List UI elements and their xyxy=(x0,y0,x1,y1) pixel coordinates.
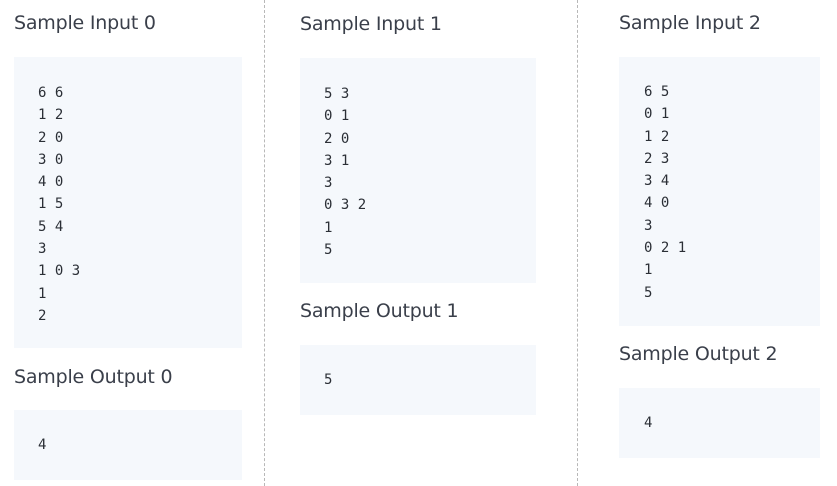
sample-input-1-code: 5 3 0 1 2 0 3 1 3 0 3 2 1 5 xyxy=(324,86,367,259)
sample-output-0-box: 4 xyxy=(14,410,242,480)
sample-input-1-box: 5 3 0 1 2 0 3 1 3 0 3 2 1 5 xyxy=(300,58,536,283)
sample-input-0-code: 6 6 1 2 2 0 3 0 4 0 1 5 5 4 3 1 0 3 1 2 xyxy=(38,85,81,324)
sample-input-0-box: 6 6 1 2 2 0 3 0 4 0 1 5 5 4 3 1 0 3 1 2 xyxy=(14,57,242,348)
column-divider-2 xyxy=(577,0,578,486)
sample-input-2-box: 6 5 0 1 1 2 2 3 3 4 4 0 3 0 2 1 1 5 xyxy=(619,57,820,326)
sample-input-2-title: Sample Input 2 xyxy=(619,12,761,34)
sample-output-2-title: Sample Output 2 xyxy=(619,343,778,365)
sample-output-1-code: 5 xyxy=(324,372,333,388)
column-divider-1 xyxy=(264,0,265,486)
sample-input-0-title: Sample Input 0 xyxy=(14,12,156,34)
sample-output-1-box: 5 xyxy=(300,345,536,415)
sample-column-0: Sample Input 0 6 6 1 2 2 0 3 0 4 0 1 5 5… xyxy=(0,0,264,486)
sample-output-0-title: Sample Output 0 xyxy=(14,366,173,388)
sample-input-2-code: 6 5 0 1 1 2 2 3 3 4 4 0 3 0 2 1 1 5 xyxy=(644,84,687,301)
sample-output-2-code: 4 xyxy=(644,415,653,431)
sample-output-2-box: 4 xyxy=(619,388,820,458)
sample-column-1: Sample Input 1 5 3 0 1 2 0 3 1 3 0 3 2 1… xyxy=(265,0,577,486)
sample-input-1-title: Sample Input 1 xyxy=(300,13,442,35)
sample-output-1-title: Sample Output 1 xyxy=(300,300,459,322)
sample-column-2: Sample Input 2 6 5 0 1 1 2 2 3 3 4 4 0 3… xyxy=(578,0,837,486)
sample-output-0-code: 4 xyxy=(38,437,47,453)
